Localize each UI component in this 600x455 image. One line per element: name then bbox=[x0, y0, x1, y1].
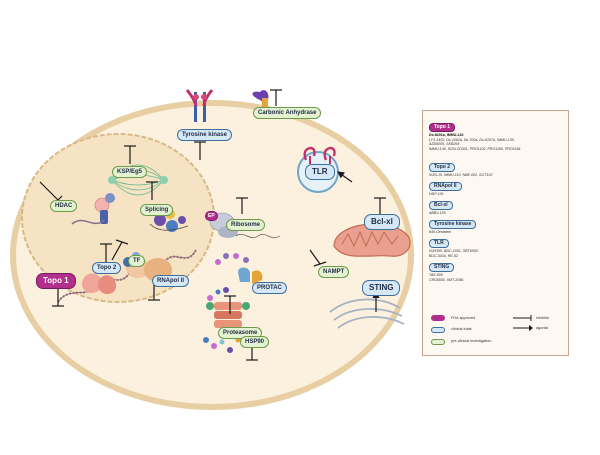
label-sting: STING bbox=[362, 280, 401, 296]
label-topo1: Topo 1 bbox=[36, 273, 76, 289]
legend-line: AZD8205, SKB264 bbox=[429, 142, 460, 147]
key-swatch-fda bbox=[431, 315, 445, 321]
mitochondria bbox=[333, 223, 411, 257]
key-symbols bbox=[513, 315, 533, 331]
key-label-inhibitor: inhibitor bbox=[536, 316, 550, 320]
hdac-histones bbox=[71, 193, 115, 225]
legend-panel: Topo 1 Dx-8201a, IMMU-132 LY3-1402, Ds-1… bbox=[422, 110, 569, 356]
legend-line: TAK-500 bbox=[429, 273, 443, 277]
label-carbonic-anhydrase: Carbonic Anhydrase bbox=[253, 107, 322, 119]
label-topo2: Topo 2 bbox=[92, 262, 122, 274]
inhibition-markers bbox=[39, 89, 386, 361]
endoplasmic-reticulum bbox=[329, 298, 405, 329]
topo2-enzyme bbox=[82, 273, 117, 295]
legend-line: LY3-1402, Ds-1062a, Ds-700a, Ds-6157a, I… bbox=[429, 137, 515, 142]
key-label-fda: FDA approved bbox=[451, 316, 476, 320]
legend-tag-rnapol: RNApol II bbox=[429, 182, 462, 191]
label-hdac: HDAC bbox=[50, 200, 78, 212]
legend-entry-tlr: TLR NJH395, BDC-1001, SBT6050 BDC-3034, … bbox=[429, 231, 478, 258]
key-swatch-clinical bbox=[431, 327, 445, 333]
legend-entry-topo2: Topo 2 SGN-15, IMMU-110, NBE-002, SOT102 bbox=[429, 155, 492, 178]
legend-line: NJH395, BDC-1001, SBT6050 bbox=[429, 249, 478, 253]
legend-line: CRD5500, XMT-2056 bbox=[429, 277, 464, 282]
legend-line: SGN-15, IMMU-110, NBE-002, SOT102 bbox=[429, 173, 493, 177]
legend-line: 845 Genistein bbox=[429, 230, 452, 234]
legend-line: BDC-3034, HE-52 bbox=[429, 253, 458, 258]
key-label-agonist: agonist bbox=[536, 326, 549, 330]
label-bclxl: Bcl-xl bbox=[364, 214, 400, 230]
legend-line: Dx-8201a, IMMU-132 bbox=[429, 133, 464, 137]
legend-line: ABBV-155 bbox=[429, 211, 446, 215]
label-hsp90: HSP90 bbox=[240, 336, 270, 348]
label-ep: EP bbox=[205, 211, 218, 221]
carbonic-anhydrase-protein bbox=[252, 90, 269, 112]
legend-tag-tyrosine: Tyrosine kinase bbox=[429, 220, 477, 229]
legend-entry-topo1: Topo 1 Dx-8201a, IMMU-132 LY3-1402, Ds-1… bbox=[429, 115, 520, 151]
legend-entry-bclxl: Bcl-xl ABBV-155 bbox=[429, 193, 453, 216]
key-label-preclinical: pre-clinical investigation bbox=[451, 339, 492, 343]
label-ribosome: Ribosome bbox=[226, 219, 266, 231]
label-ksp: KSP/Eg5 bbox=[112, 166, 148, 178]
protac-molecule bbox=[215, 253, 263, 284]
label-splicing: Splicing bbox=[140, 204, 174, 216]
proteasome bbox=[206, 302, 250, 328]
label-protac: PROTAC bbox=[252, 282, 287, 294]
legend-tag-topo2: Topo 2 bbox=[429, 163, 456, 172]
label-tlr: TLR bbox=[305, 164, 335, 180]
legend-entry-rnapol: RNApol II HDP-101 bbox=[429, 174, 462, 197]
label-rnapol: RNApol II bbox=[152, 275, 189, 287]
key-swatch-preclinical bbox=[431, 339, 445, 345]
label-nampt: NAMPT bbox=[318, 266, 350, 278]
legend-tag-bclxl: Bcl-xl bbox=[429, 201, 453, 210]
legend-line: HDP-101 bbox=[429, 192, 444, 196]
legend-entry-sting: STING TAK-500 CRD5500, XMT-2056 bbox=[429, 255, 463, 282]
legend-tag-tlr: TLR bbox=[429, 239, 449, 248]
label-tyrosine-kinase: Tyrosine kinase bbox=[177, 129, 232, 141]
legend-line: IMMU-140, SGN-CD30L, PRO1102, PRO1160, P… bbox=[429, 146, 521, 151]
legend-tag-sting: STING bbox=[429, 263, 455, 272]
legend-entry-tyrosine: Tyrosine kinase 845 Genistein bbox=[429, 212, 477, 235]
key-label-clinical: clinical trials bbox=[451, 327, 472, 331]
legend-tag-topo1: Topo 1 bbox=[429, 123, 456, 132]
label-tf: TF bbox=[128, 255, 146, 267]
